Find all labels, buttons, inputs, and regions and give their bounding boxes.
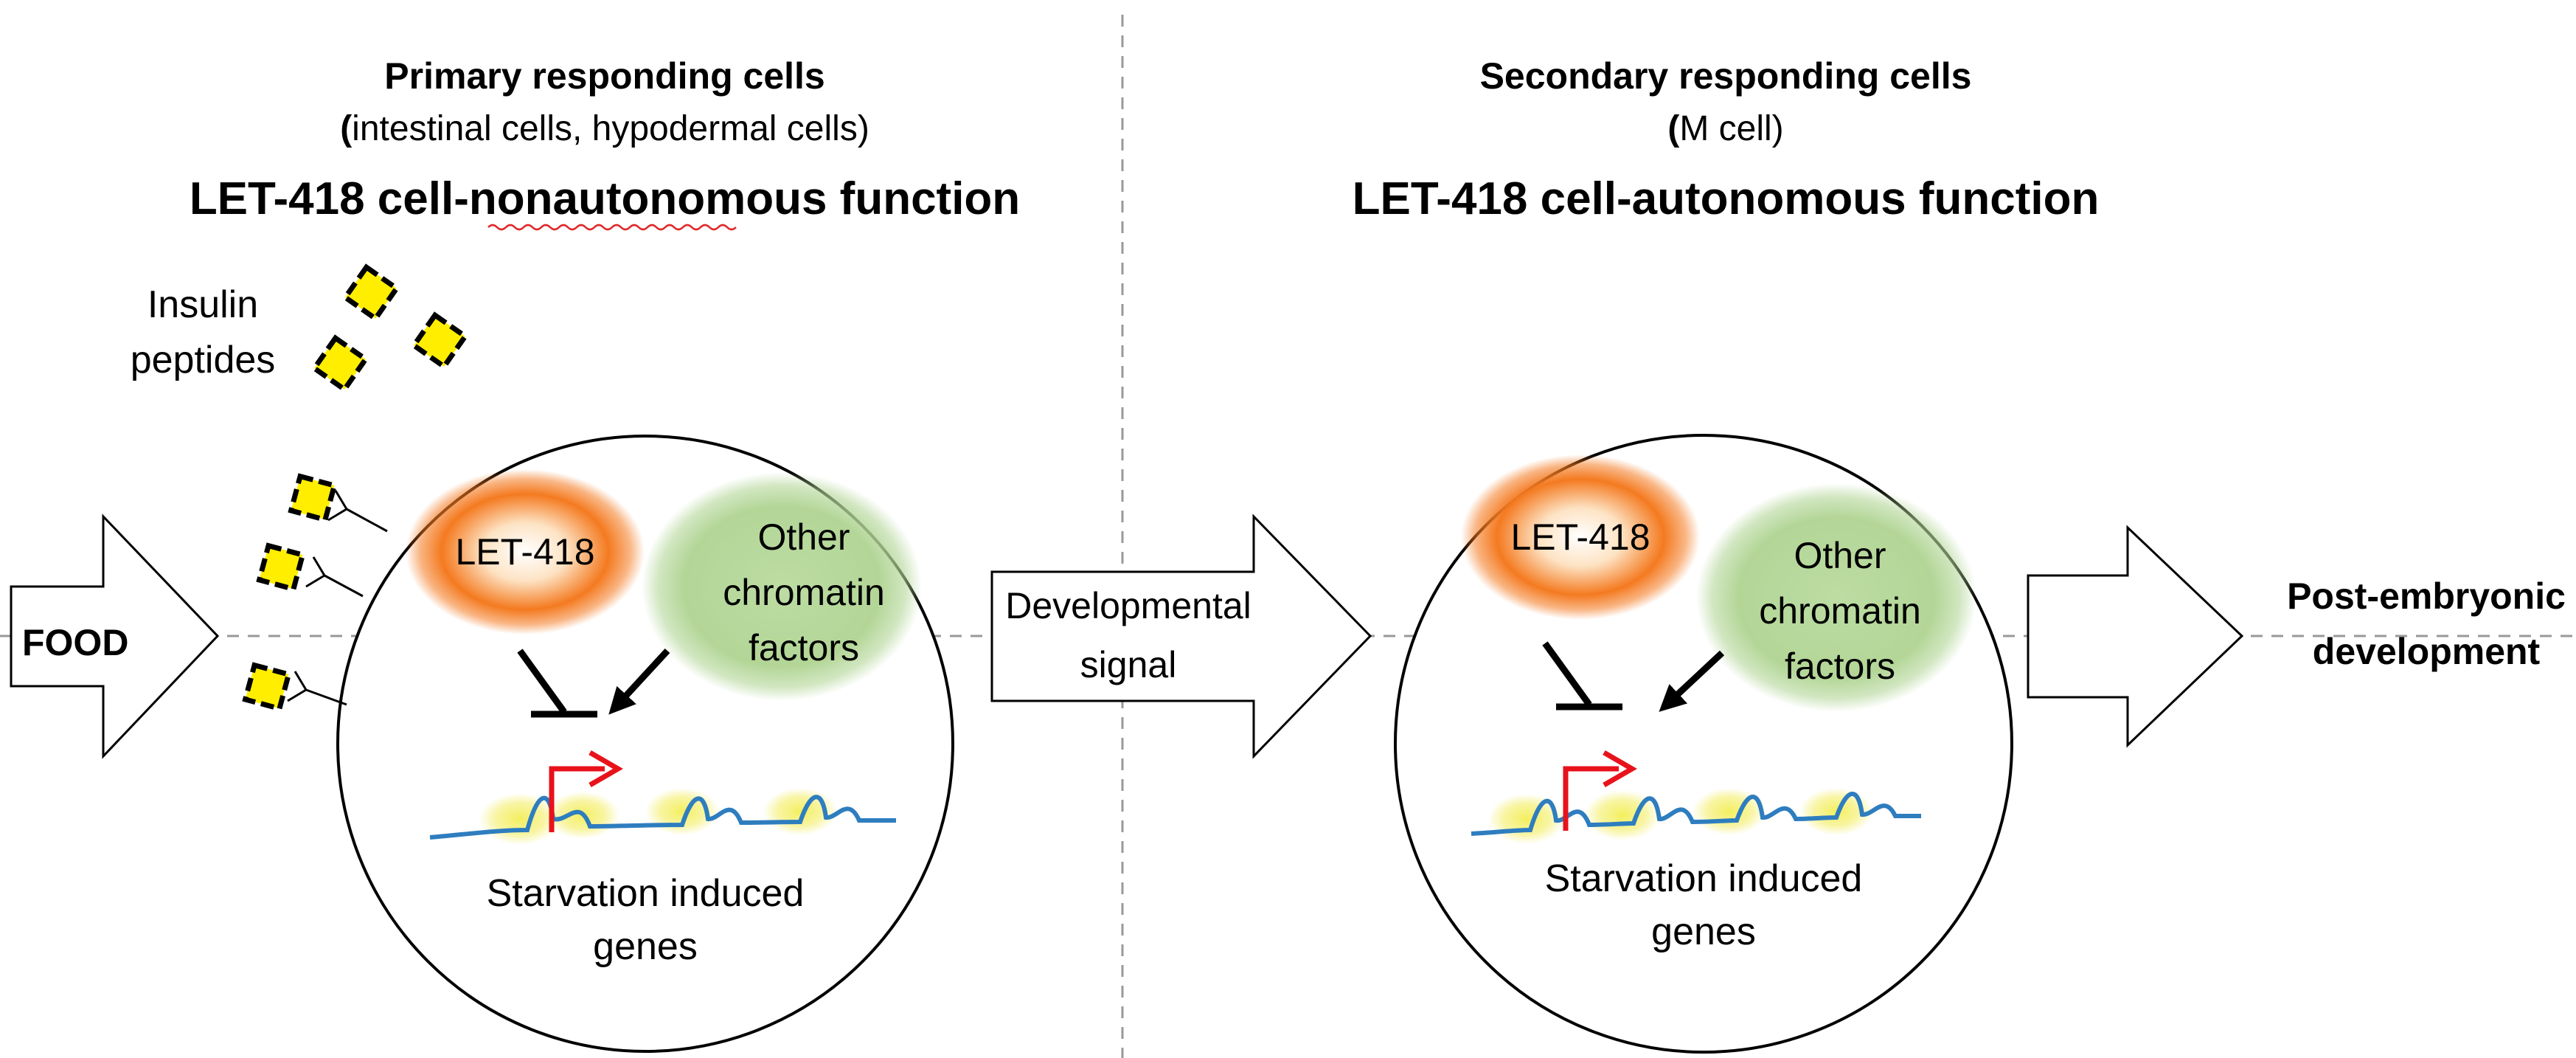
genes-label-line2: genes [1651,910,1756,953]
chromatin-factors [642,472,922,701]
left-subheading-text: intestinal cells, hypodermal cells) [352,109,869,148]
dna-strand [429,795,896,840]
right-function-title: LET-418 cell-autonomous function [1353,173,2100,224]
let-418-protein [406,469,645,635]
transcription-start-arrowhead [1603,750,1637,788]
factor-label-line2: chromatin [723,572,885,613]
developmental-signal-arrow [990,514,1372,759]
insulin-label-line2: peptides [131,339,276,381]
spellcheck-underline [487,224,737,231]
bound-insulin-peptide [256,542,306,592]
left-function-title: LET-418 cell-nonautonomous function [190,173,1020,224]
insulin-peptide [410,311,469,370]
genes-label-line1: Starvation induced [1545,857,1863,900]
factor-label-line3: factors [1785,646,1895,687]
right-subheading-paren: ( [1667,109,1679,148]
dna-strand [1471,792,1921,836]
factor-arrow [1659,650,1725,712]
receptor [287,671,347,706]
inhibition-symbol [517,649,597,718]
output-label-line1: Post-embryonic [2287,575,2566,617]
let-418-protein [1461,454,1700,620]
output-arrow [2027,525,2244,748]
genes-label-line2: genes [593,925,698,968]
nucleosome [1488,794,1565,844]
genes-label-line1: Starvation induced [487,872,805,915]
left-subheading-paren: ( [340,109,352,148]
food-label: FOOD [22,622,128,663]
right-panel: Secondary responding cells (M cell) LET-… [1353,55,2100,1054]
left-panel: Primary responding cells (intestinal cel… [10,55,1020,1053]
insulin-peptide [341,263,400,322]
inhibition-symbol [1542,641,1622,710]
developmental-signal-line1: Developmental [1005,585,1251,626]
insulin-label-line1: Insulin [147,283,258,326]
right-subheading: (M cell) [1667,109,1783,148]
chromatin-factors [1696,483,1976,712]
bound-insulin-peptide [288,473,338,523]
transcription-start-arrowhead [589,750,623,788]
food-arrow [10,514,220,759]
factor-arrow [608,648,670,715]
bound-insulin-peptide [242,662,292,712]
receptor [327,490,388,533]
let-418-label: LET-418 [455,531,594,573]
transcription-start-arrow [1563,766,1619,831]
developmental-signal-line2: signal [1080,644,1177,685]
factor-label-line1: Other [1794,535,1886,576]
right-subheading-text: M cell) [1679,109,1783,148]
factor-label-line3: factors [749,627,859,668]
transcription-start-arrow [549,766,605,832]
factor-label-line1: Other [757,516,850,558]
insulin-peptide [310,334,369,393]
right-heading: Secondary responding cells [1480,55,1972,97]
output-label-line2: development [2313,631,2541,672]
left-subheading: (intestinal cells, hypodermal cells) [340,109,869,148]
factor-label-line2: chromatin [1759,590,1921,632]
left-heading: Primary responding cells [384,55,824,97]
let-418-label: LET-418 [1510,516,1650,558]
receptor [305,556,364,598]
